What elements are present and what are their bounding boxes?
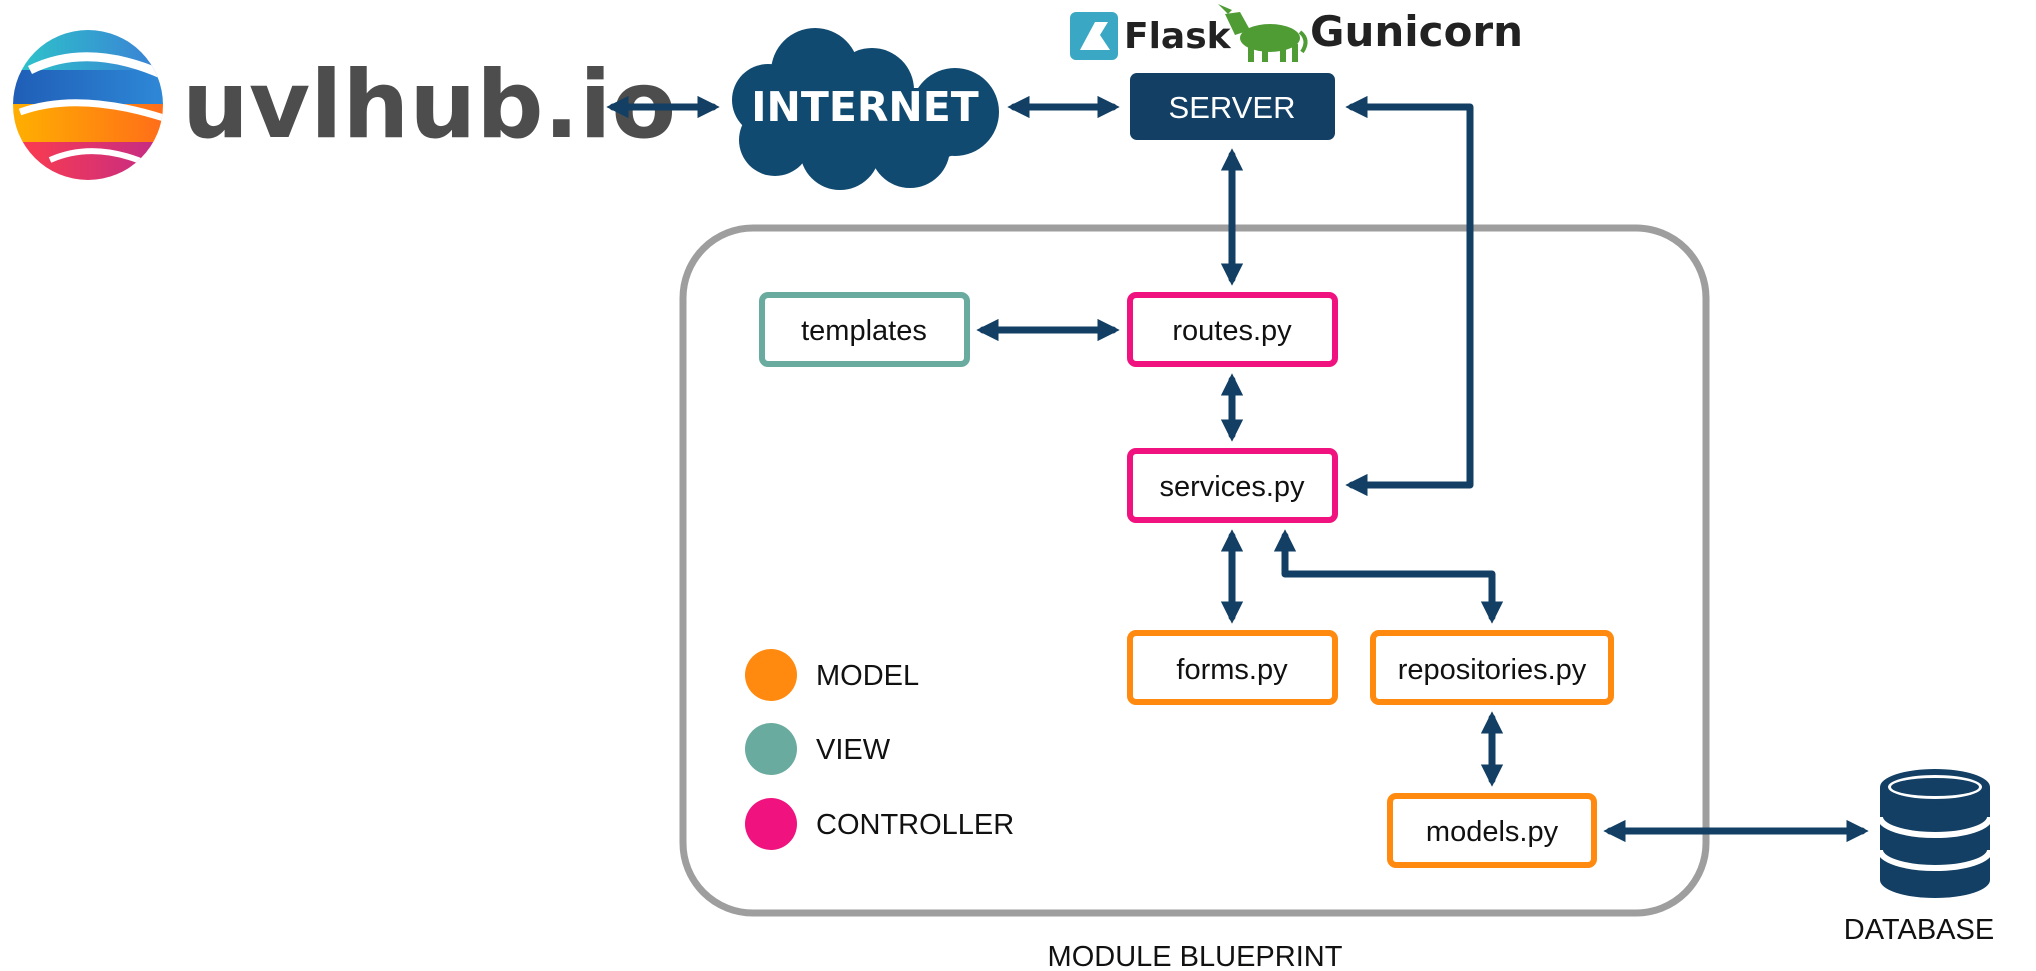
- legend-controller-label: CONTROLLER: [816, 809, 1014, 841]
- services-label: services.py: [1159, 471, 1305, 503]
- globe-icon: [13, 30, 163, 180]
- routes-label: routes.py: [1172, 315, 1292, 347]
- cloud-icon: [732, 28, 999, 190]
- gunicorn-label: Gunicorn: [1310, 7, 1523, 56]
- unicorn-icon: [1218, 4, 1308, 62]
- server-label: SERVER: [1169, 90, 1296, 125]
- module-blueprint-caption: MODULE BLUEPRINT: [1048, 941, 1343, 971]
- legend: MODEL VIEW CONTROLLER: [745, 649, 1014, 850]
- connectors: [606, 95, 1869, 843]
- node-models: models.py: [1387, 793, 1597, 868]
- arrow-server-services: [1345, 95, 1474, 497]
- flask-icon: [1070, 12, 1118, 60]
- module-blueprint-frame: [679, 224, 1710, 917]
- legend-view-swatch: [745, 723, 797, 775]
- models-label: models.py: [1426, 816, 1559, 848]
- uvlhub-logo: uvlhub.io: [13, 30, 676, 180]
- server-box: SERVER: [1130, 73, 1335, 140]
- framework-logos: Flask Gunicorn: [1070, 4, 1523, 62]
- node-services: services.py: [1127, 448, 1338, 523]
- legend-model-label: MODEL: [816, 660, 919, 692]
- repositories-label: repositories.py: [1398, 654, 1587, 686]
- database-label: DATABASE: [1844, 914, 1994, 946]
- node-forms: forms.py: [1127, 630, 1338, 705]
- legend-view-label: VIEW: [816, 734, 891, 766]
- forms-label: forms.py: [1176, 654, 1288, 686]
- logo-text: uvlhub.io: [182, 51, 676, 160]
- legend-controller-swatch: [745, 798, 797, 850]
- database: DATABASE: [1844, 769, 1994, 946]
- templates-label: templates: [801, 315, 927, 347]
- internet-label: INTERNET: [751, 83, 978, 131]
- node-routes: routes.py: [1127, 292, 1338, 367]
- flask-label: Flask: [1124, 16, 1232, 57]
- internet-cloud: INTERNET: [732, 28, 999, 190]
- legend-model-swatch: [745, 649, 797, 701]
- arrow-services-repositories: [1273, 529, 1504, 624]
- database-icon: [1877, 769, 1993, 898]
- node-repositories: repositories.py: [1370, 630, 1614, 705]
- node-templates: templates: [759, 292, 970, 367]
